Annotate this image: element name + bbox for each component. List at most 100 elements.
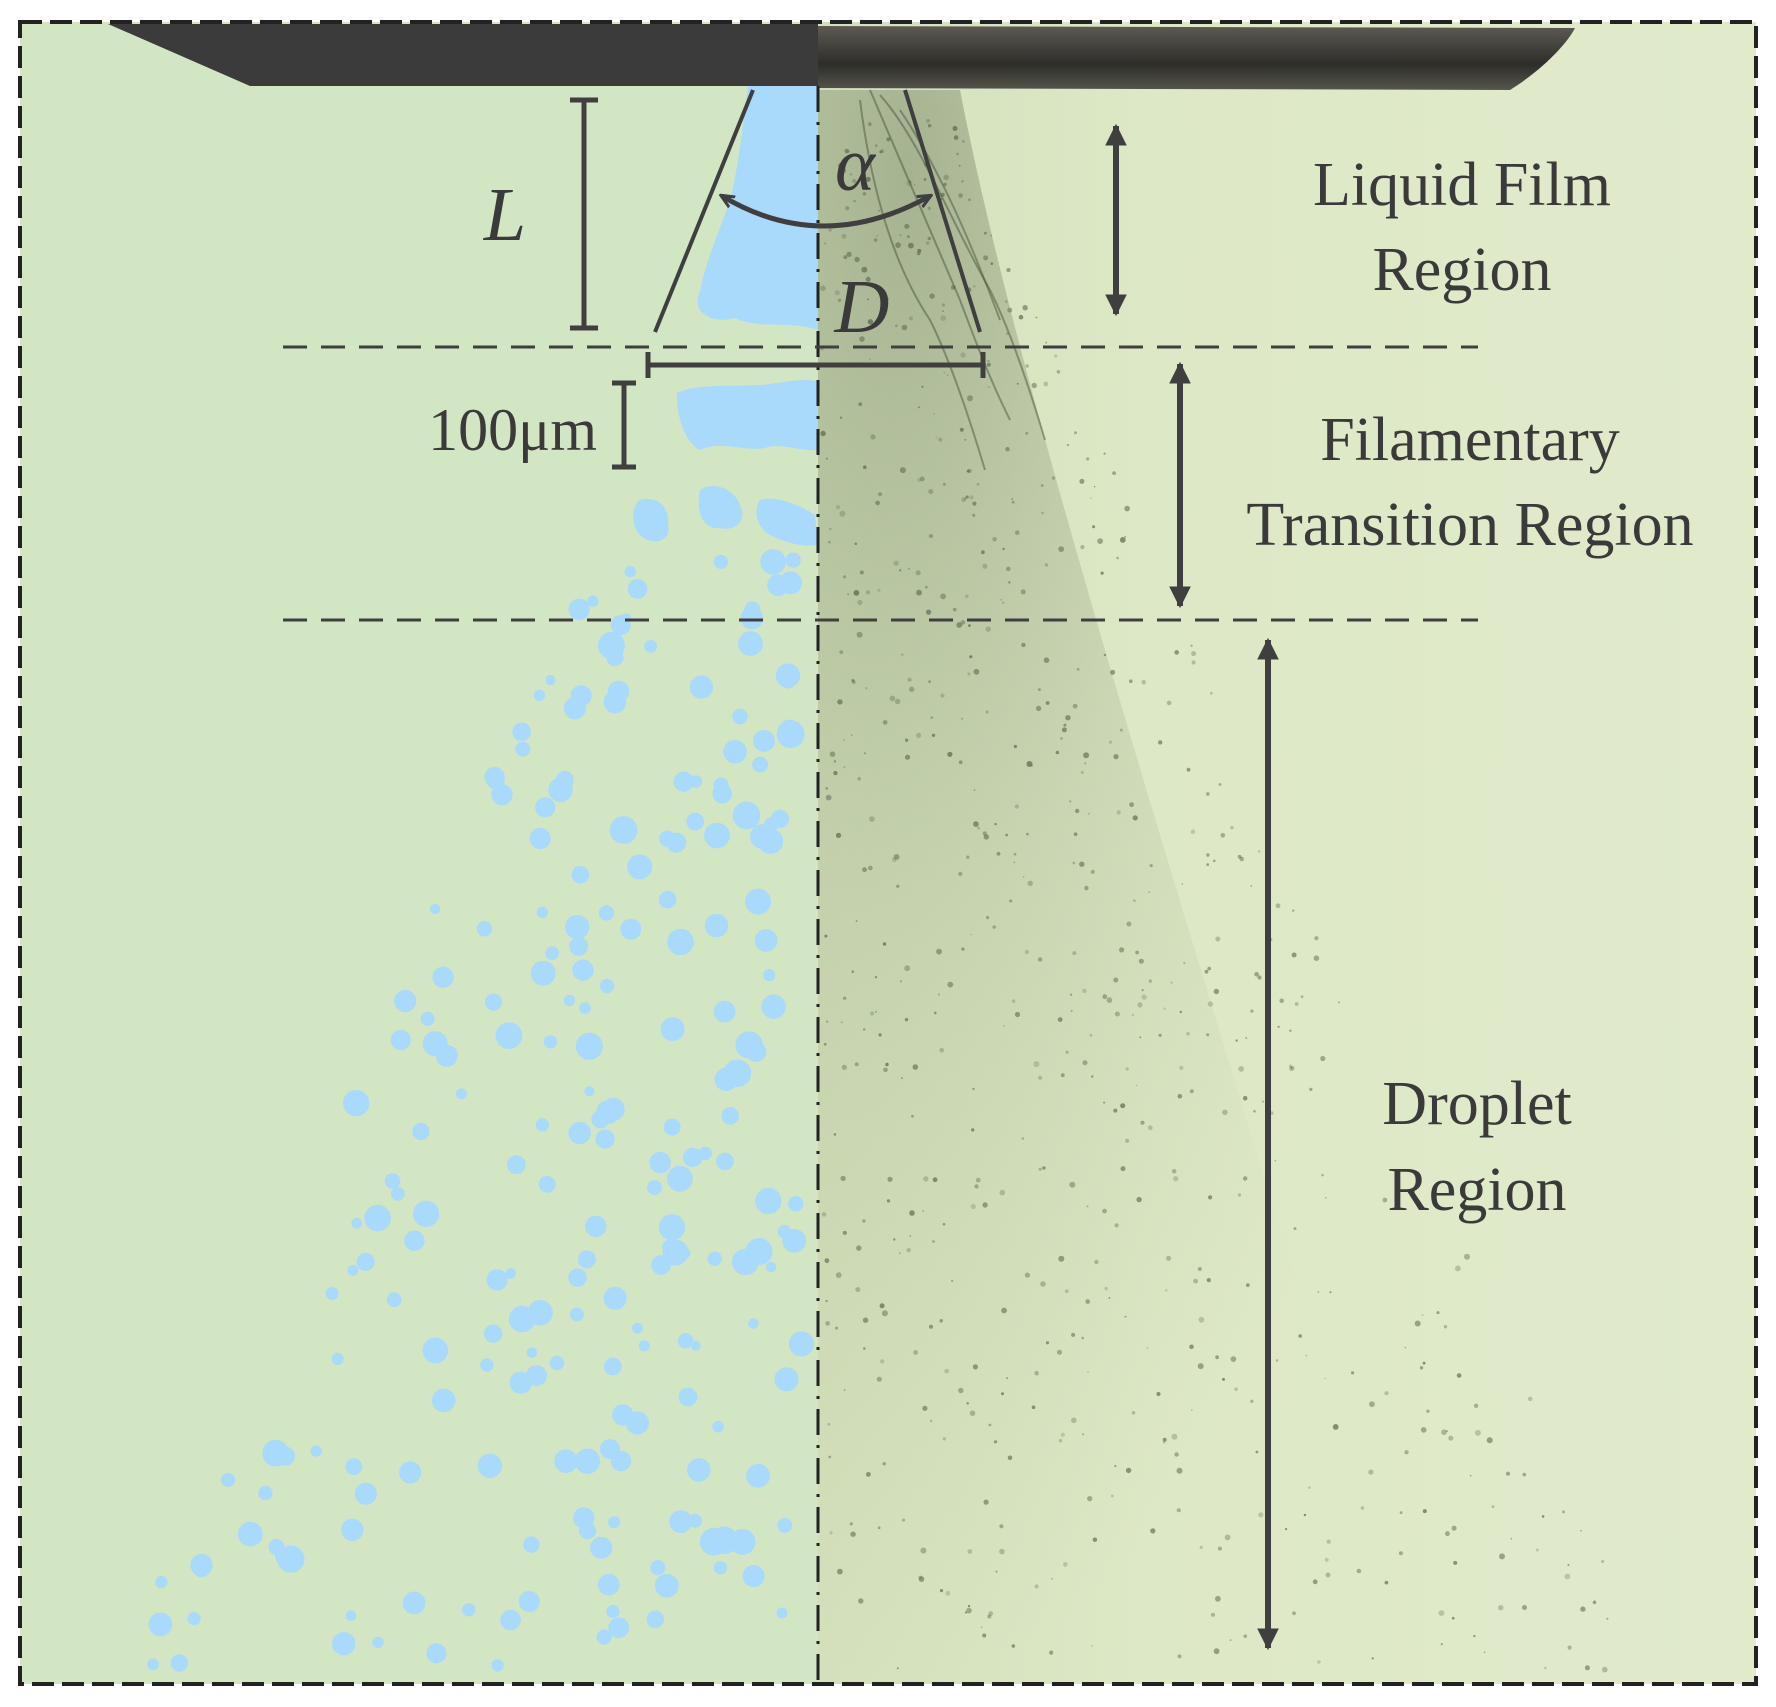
photo-speckle [878,492,883,497]
photo-speckle [1483,1651,1486,1654]
photo-speckle [928,534,933,538]
photo-speckle [878,209,881,212]
photo-speckle [1055,750,1060,755]
droplet [699,1527,728,1556]
photo-speckle [1035,316,1038,319]
photo-speckle [999,1524,1004,1529]
photo-speckle [1002,547,1005,551]
diameter-symbol: D [834,265,890,349]
droplet [220,1472,236,1488]
photo-speckle [1016,382,1019,385]
droplet [713,554,729,569]
droplet [372,1636,384,1649]
droplet [568,1121,591,1145]
photo-speckle [1338,1001,1340,1004]
photo-speckle [931,733,936,737]
photo-speckle [1398,1551,1403,1556]
photo-speckle [1206,792,1210,796]
photo-speckle [881,1310,888,1317]
droplet [766,1261,777,1273]
photo-speckle [908,180,912,183]
filament-fragment [698,485,743,529]
photo-speckle [1356,1568,1362,1574]
photo-speckle [1191,660,1196,665]
photo-speckle [940,693,945,698]
droplet [603,1357,622,1376]
photo-speckle [1230,826,1234,830]
photo-speckle [1198,1316,1205,1323]
droplet [599,978,615,994]
photo-speckle [1289,1029,1292,1032]
droplet [148,1612,173,1637]
droplet [585,1215,607,1238]
photo-nozzle [818,26,1575,90]
photo-speckle [1438,1610,1445,1616]
photo-speckle [1592,1600,1597,1605]
photo-speckle [1368,1469,1374,1475]
photo-speckle [904,1017,909,1022]
photo-speckle [843,766,846,769]
photo-speckle [964,497,967,500]
droplet [746,1463,770,1488]
photo-speckle [922,1210,925,1212]
photo-speckle [944,1368,950,1374]
droplet [646,1610,665,1629]
photo-speckle [1474,1429,1481,1436]
photo-speckle [1011,497,1014,501]
photo-speckle [827,1422,831,1426]
photo-speckle [1207,966,1211,971]
droplet [788,1196,804,1212]
photo-speckle [956,152,959,156]
photo-speckle [1293,1227,1297,1231]
photo-speckle [1150,1528,1156,1534]
droplet [595,1129,615,1149]
droplet [347,1264,359,1276]
droplet [775,663,801,688]
photo-speckle [958,164,961,167]
droplet [704,913,729,938]
photo-speckle [1090,497,1092,499]
droplet [579,1522,597,1540]
photo-speckle [882,720,888,725]
photo-speckle [1116,556,1119,560]
photo-speckle [843,1389,846,1391]
photo-speckle [882,942,887,946]
photo-speckle [1137,1002,1143,1008]
photo-speckle [1382,1197,1388,1203]
droplet [491,784,513,806]
photo-speckle [940,593,946,600]
photo-speckle [973,668,980,675]
photo-speckle [825,794,832,801]
photo-speckle [1020,589,1026,595]
filament-fragment [633,499,669,542]
photo-speckle [1139,1036,1142,1039]
photo-speckle [893,1238,896,1241]
photo-speckle [1069,800,1072,803]
photo-speckle [865,176,871,182]
photo-speckle [1326,1539,1331,1544]
photo-speckle [1045,341,1048,344]
photo-speckles [819,119,1609,1673]
photo-speckle [840,1021,843,1024]
photo-speckle [1453,1560,1458,1565]
photo-speckle [982,1633,987,1638]
photo-speckle [960,620,966,625]
photo-speckle [1215,1595,1221,1602]
photo-speckle [1034,1370,1039,1376]
photo-speckle [972,1364,979,1370]
photo-speckle [1091,1075,1094,1078]
droplet [686,812,705,831]
droplet [170,1654,188,1672]
photo-speckle [1082,988,1087,994]
droplet [545,946,559,960]
photo-speckle [868,865,873,871]
droplet [574,1448,601,1474]
photo-speckle [1421,1314,1424,1317]
photo-speckle [1054,354,1058,358]
photo-speckle [843,255,848,260]
photo-speckle [893,560,899,566]
photo-speckle [899,569,902,572]
droplet [590,1536,613,1559]
droplet [455,1088,467,1100]
photo-speckle [1445,1531,1450,1537]
